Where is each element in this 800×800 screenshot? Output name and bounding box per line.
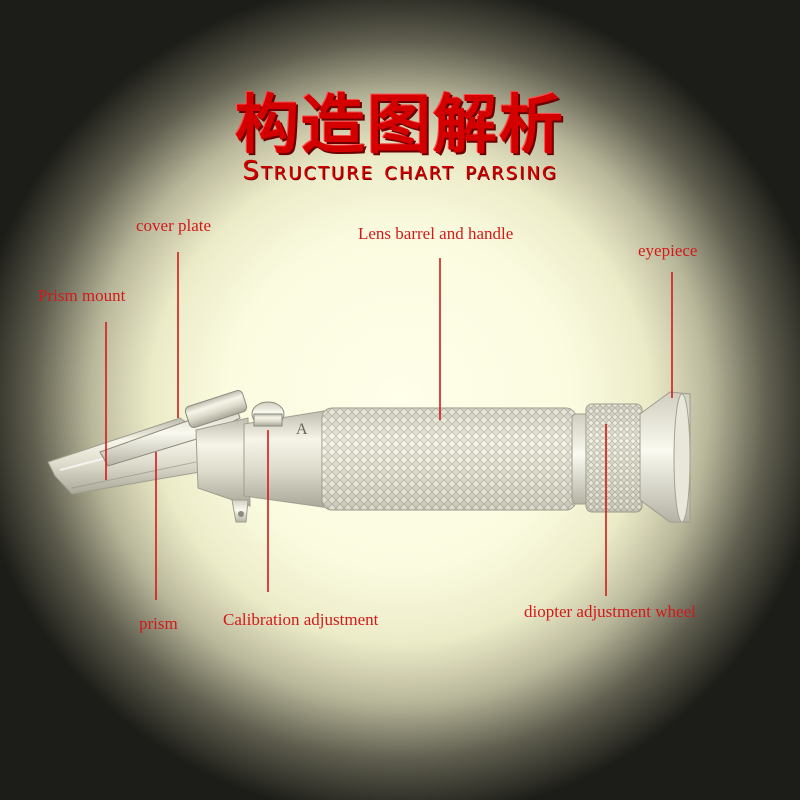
device-marking: A xyxy=(296,421,308,438)
label-prism-mount: Prism mount xyxy=(38,286,126,305)
label-lens-barrel: Lens barrel and handle xyxy=(358,224,514,243)
prism-holder xyxy=(195,417,251,507)
title-english: Structure chart parsing xyxy=(242,156,558,186)
title-chinese: 构造图解析 xyxy=(235,89,565,163)
label-diopter: diopter adjustment wheel xyxy=(524,602,696,621)
cover-plate-hinge xyxy=(184,390,248,428)
label-calibration: Calibration adjustment xyxy=(223,610,379,629)
label-eyepiece: eyepiece xyxy=(638,241,698,260)
label-cover-plate: cover plate xyxy=(136,216,212,235)
label-prism: prism xyxy=(139,614,178,633)
leader-lines xyxy=(105,252,673,600)
